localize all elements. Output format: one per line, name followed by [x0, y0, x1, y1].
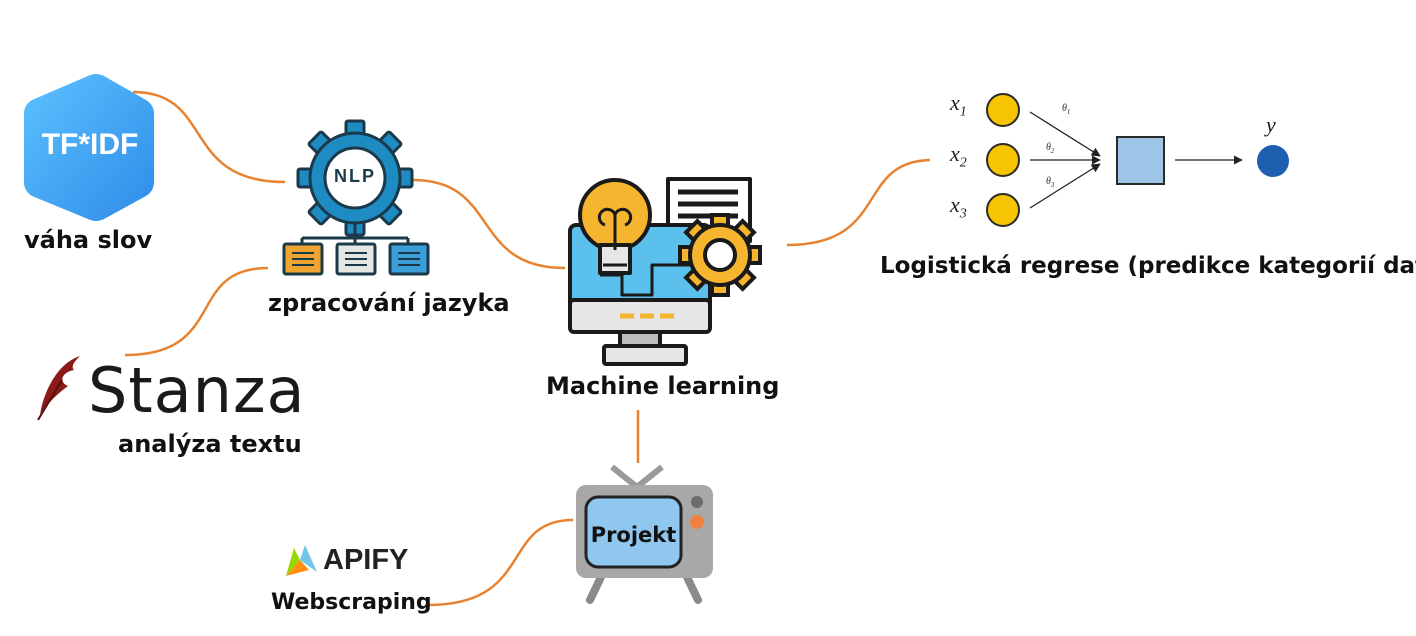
- theta2-subscript: 2: [1050, 147, 1055, 155]
- connector-tfidf-nlp: [132, 90, 286, 184]
- nlp-gear-icon: [296, 119, 414, 248]
- x3-subscript: 3: [959, 206, 967, 222]
- connector-nlp-ml: [412, 178, 566, 270]
- logreg-diagram: [986, 93, 1289, 227]
- logreg-input-x3: x3: [950, 192, 967, 222]
- machine-learning-gear-icon: [678, 213, 762, 297]
- apify-logo-text: APIFY: [323, 544, 409, 576]
- logreg-weight-1: θ1: [1062, 103, 1070, 116]
- nlp-icon-text: NLP: [334, 166, 376, 186]
- connector-apify-projekt: [427, 518, 574, 607]
- x2-symbol: x: [950, 141, 960, 166]
- tfidf-label: váha slov: [24, 226, 153, 254]
- logreg-output-y: y: [1266, 112, 1276, 137]
- x1-symbol: x: [950, 90, 960, 115]
- connectors: [124, 90, 931, 607]
- stanza-logo-text: Stanza: [88, 354, 306, 427]
- machine-learning-label: Machine learning: [546, 372, 780, 400]
- logreg-weight-3: θ3: [1046, 176, 1054, 189]
- theta3-subscript: 3: [1050, 181, 1055, 189]
- logreg-label: Logistická regrese (predikce kategorií d…: [880, 253, 1416, 279]
- tv-icon: [576, 464, 713, 604]
- connector-ml-logreg: [786, 158, 931, 247]
- tfidf-logo-text: TF*IDF: [41, 128, 139, 161]
- connector-nlp-stanza: [124, 266, 269, 357]
- nlp-document-icons: [282, 242, 430, 276]
- x1-subscript: 1: [959, 104, 967, 120]
- tfidf-logo: [24, 74, 154, 221]
- apify-logo-mark: [286, 545, 317, 576]
- logreg-input-x1: x1: [950, 90, 967, 120]
- theta2-symbol: θ: [1046, 142, 1051, 153]
- x3-symbol: x: [950, 192, 960, 217]
- theta1-symbol: θ: [1062, 103, 1067, 114]
- nlp-label: zpracování jazyka: [268, 289, 510, 317]
- stanza-feather-icon: [37, 356, 80, 421]
- x2-subscript: 2: [959, 155, 967, 171]
- theta3-symbol: θ: [1046, 176, 1051, 187]
- theta1-subscript: 1: [1066, 108, 1071, 116]
- projekt-label: Projekt: [590, 523, 677, 547]
- apify-label: Webscraping: [271, 590, 432, 615]
- stanza-label: analýza textu: [118, 430, 302, 458]
- logreg-input-x2: x2: [950, 141, 967, 171]
- logreg-weight-2: θ2: [1046, 142, 1054, 155]
